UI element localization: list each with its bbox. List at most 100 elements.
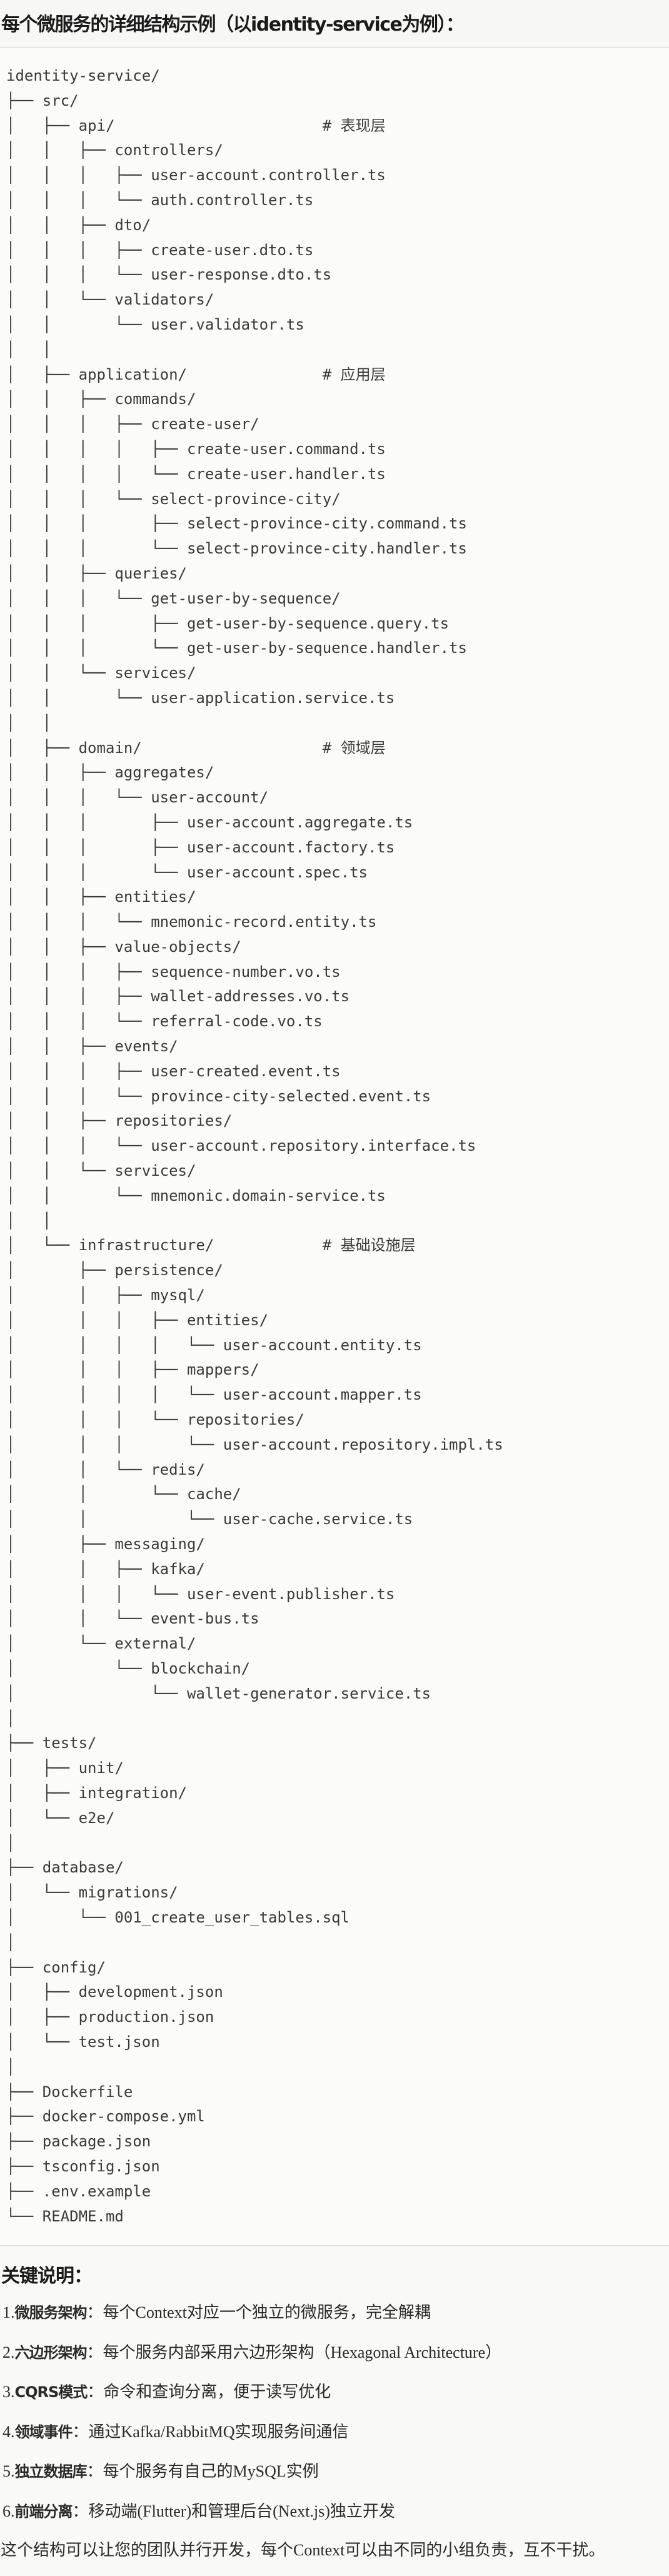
tree-line: │ │ │ └── referral-code.vo.ts [6,1013,323,1031]
tree-line: │ │ │ ├── user-created.event.ts [6,1062,341,1080]
tree-line: │ │ ├── repositories/ [6,1112,233,1130]
tree-line: │ │ │ ├── user-account.controller.ts [6,166,386,184]
tree-line: ├── src/ [6,91,79,109]
tree-line: │ │ [6,714,52,732]
item-number: 1. [3,2303,15,2321]
list-item: 4.领域事件：通过Kafka/RabbitMQ实现服务间通信 [3,2423,501,2463]
tree-line: │ │ └── services/ [6,1162,196,1180]
tree-line: │ ├── production.json [6,2008,214,2026]
tree-line: │ [6,1933,16,1951]
tree-line: │ │ │ └── user-account.spec.ts [6,863,368,881]
tree-line: │ [6,2058,16,2076]
tree-line: │ ├── api/ # 表现层 [6,116,386,134]
item-number: 4. [3,2422,15,2441]
tree-line: │ ├── messaging/ [6,1535,205,1553]
tree-line: ├── package.json [6,2133,151,2151]
item-term: 领域事件 [14,2423,73,2441]
tree-line: │ ├── unit/ [6,1759,124,1777]
tree-line: │ │ │ ├── user-account.factory.ts [6,838,395,856]
tree-line: │ │ │ ├── create-user.dto.ts [6,241,314,259]
tree-line: │ │ │ │ └── user-account.entity.ts [6,1336,422,1354]
list-item: 5.独立数据库：每个服务有自己的MySQL实例 [3,2462,501,2502]
item-description: 每个Context对应一个独立的微服务，完全解耦 [103,2303,431,2321]
tree-line: ├── .env.example [6,2182,151,2200]
tree-line: │ └── 001_create_user_tables.sql [6,1908,350,1926]
item-description: 通过Kafka/RabbitMQ实现服务间通信 [88,2422,349,2441]
tree-line: │ │ │ └── user-account/ [6,789,269,807]
tree-line: │ │ │ └── select-province-city.handler.t… [6,540,467,558]
tree-line: │ │ └── user-cache.service.ts [6,1510,413,1528]
tree-line: │ │ │ └── province-city-selected.event.t… [6,1087,431,1105]
tree-line: │ │ │ ├── wallet-addresses.vo.ts [6,987,350,1006]
tree-line: │ └── migrations/ [6,1884,178,1902]
tree-line: │ │ │ ├── user-account.aggregate.ts [6,813,413,831]
item-description: 移动端(Flutter)和管理后台(Next.js)独立开发 [88,2502,395,2520]
list-item: 6.前端分离：移动端(Flutter)和管理后台(Next.js)独立开发 [3,2502,501,2542]
tree-line: │ │ │ └── get-user-by-sequence/ [6,589,341,607]
tree-line: │ │ │ │ ├── create-user.command.ts [6,440,386,458]
tree-line: │ │ [6,1211,52,1230]
item-description: 每个服务有自己的MySQL实例 [103,2462,319,2480]
tree-line: │ │ │ └── auth.controller.ts [6,191,314,209]
tree-line: ├── tsconfig.json [6,2157,160,2175]
tree-line: │ [6,1709,16,1727]
item-term: 前端分离 [14,2502,73,2520]
tree-line: │ │ ├── queries/ [6,564,187,582]
tree-line: ├── config/ [6,1958,106,1976]
tree-line: ├── docker-compose.yml [6,2108,205,2126]
tree-line: │ │ └── services/ [6,664,196,682]
item-separator: ： [72,2502,89,2520]
tree-line: │ │ │ └── user-response.dto.ts [6,266,332,284]
tree-line: │ │ └── user-application.service.ts [6,689,395,707]
tree-line: │ │ │ └── get-user-by-sequence.handler.t… [6,639,467,657]
item-separator: ： [72,2422,89,2441]
tree-line: │ │ └── event-bus.ts [6,1610,259,1628]
tree-line: │ │ │ └── user-account.repository.impl.t… [6,1435,503,1453]
tree-line: │ └── wallet-generator.service.ts [6,1684,431,1702]
item-number: 3. [3,2383,15,2401]
item-number: 6. [3,2502,15,2520]
tree-line: │ │ └── cache/ [6,1485,241,1503]
tree-line: │ │ │ ├── sequence-number.vo.ts [6,962,341,981]
item-number: 2. [3,2343,15,2361]
item-term: 独立数据库 [14,2463,88,2480]
tree-line: │ │ │ │ └── user-account.mapper.ts [6,1386,422,1404]
tree-line: │ │ │ ├── mappers/ [6,1361,259,1379]
tree-line: │ └── infrastructure/ # 基础设施层 [6,1236,416,1255]
tree-line: │ │ └── validators/ [6,291,214,309]
tree-line: │ │ │ └── select-province-city/ [6,490,341,508]
tree-line: │ └── e2e/ [6,1809,115,1827]
key-notes-list: 1.微服务架构 ： 每个Context对应一个独立的微服务，完全解耦 2.六边形架构… [3,2303,501,2542]
tree-line: │ │ └── redis/ [6,1460,205,1478]
tree-line: │ │ [6,340,52,358]
tree-line: │ │ │ └── user-account.repository.interf… [6,1137,476,1155]
tree-line: │ │ │ ├── select-province-city.command.t… [6,515,467,533]
tree-line: └── README.md [6,2207,124,2225]
list-item: 2.六边形架构：每个服务内部采用六边形架构（Hexagonal Architec… [3,2343,501,2383]
tree-line: │ │ │ ├── get-user-by-sequence.query.ts [6,614,450,632]
tree-line: │ └── blockchain/ [6,1660,251,1677]
tree-line: │ ├── integration/ [6,1784,187,1802]
tree-line: │ │ ├── dto/ [6,216,151,234]
closing-paragraph: 这个结构可以让您的团队并行开发，每个Context可以由不同的小组负责，互不干扰… [1,2541,605,2559]
item-separator: ： [87,2383,104,2401]
tree-line: │ └── external/ [6,1635,196,1653]
list-item: 3.CQRS模式：命令和查询分离，便于读写优化 [3,2383,501,2423]
item-term: CQRS模式 [14,2383,88,2401]
tree-line: │ │ ├── entities/ [6,888,196,906]
item-description: 命令和查询分离，便于读写优化 [103,2383,331,2401]
directory-tree-code-block: identity-service/ ├── src/ │ ├── api/ # 表现… [6,64,503,2229]
item-number: 5. [3,2462,15,2480]
tree-line: identity-service/ [6,67,160,84]
section-header: 每个微服务的详细结构示例（以identity-service为例）： [0,0,669,48]
tree-line: │ │ ├── commands/ [6,390,196,408]
tree-line: │ └── test.json [6,2033,160,2051]
tree-line: │ │ ├── events/ [6,1038,178,1056]
tree-line: │ │ │ └── user-event.publisher.ts [6,1585,395,1603]
tree-line: │ │ ├── value-objects/ [6,937,241,956]
item-term: 微服务架构 [14,2304,88,2321]
tree-line: │ │ ├── mysql/ [6,1286,205,1305]
tree-line: │ │ │ └── repositories/ [6,1411,304,1429]
tree-line: │ │ │ ├── create-user/ [6,415,259,433]
tree-line: │ [6,1834,16,1852]
